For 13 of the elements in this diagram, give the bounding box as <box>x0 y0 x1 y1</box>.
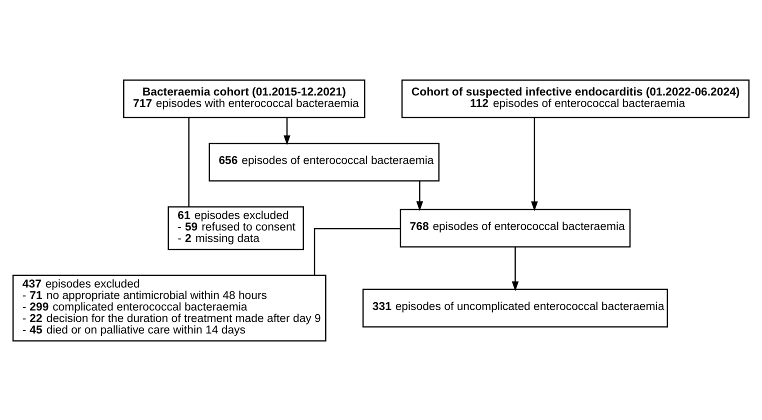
node-box: 437 episodes excluded - 71 no appropriate antimicrobial within 48 hours - 299 complicated enterococcal bacteraemia - 22 decision for the duration of treatment made after day 9 - 45 died or on palliative care within 14 days <box>12 274 326 341</box>
node-box: Bacteraemia cohort (01.2015-12.2021) 717 episodes with enterococcal bacteraemia <box>123 79 366 118</box>
node-box: 61 episodes excluded - 59 refused to consent - 2 missing data <box>168 206 304 250</box>
connector <box>188 117 190 206</box>
node-box: 768 episodes of enterococcal bacteraemia <box>400 208 631 247</box>
arrow <box>512 246 519 291</box>
arrow <box>416 180 424 211</box>
arrow <box>284 117 290 145</box>
node-box: 656 episodes of enterococcal bacteraemia <box>208 142 440 182</box>
connector <box>314 228 400 275</box>
node-box: 331 episodes of uncomplicated enterococcal bacteraemia <box>362 288 668 327</box>
arrow <box>531 117 538 211</box>
node-box: Cohort of suspected infective endocarditis (01.2022-06.2024) 112 episodes of enterococcal bacteraemia <box>401 79 750 118</box>
